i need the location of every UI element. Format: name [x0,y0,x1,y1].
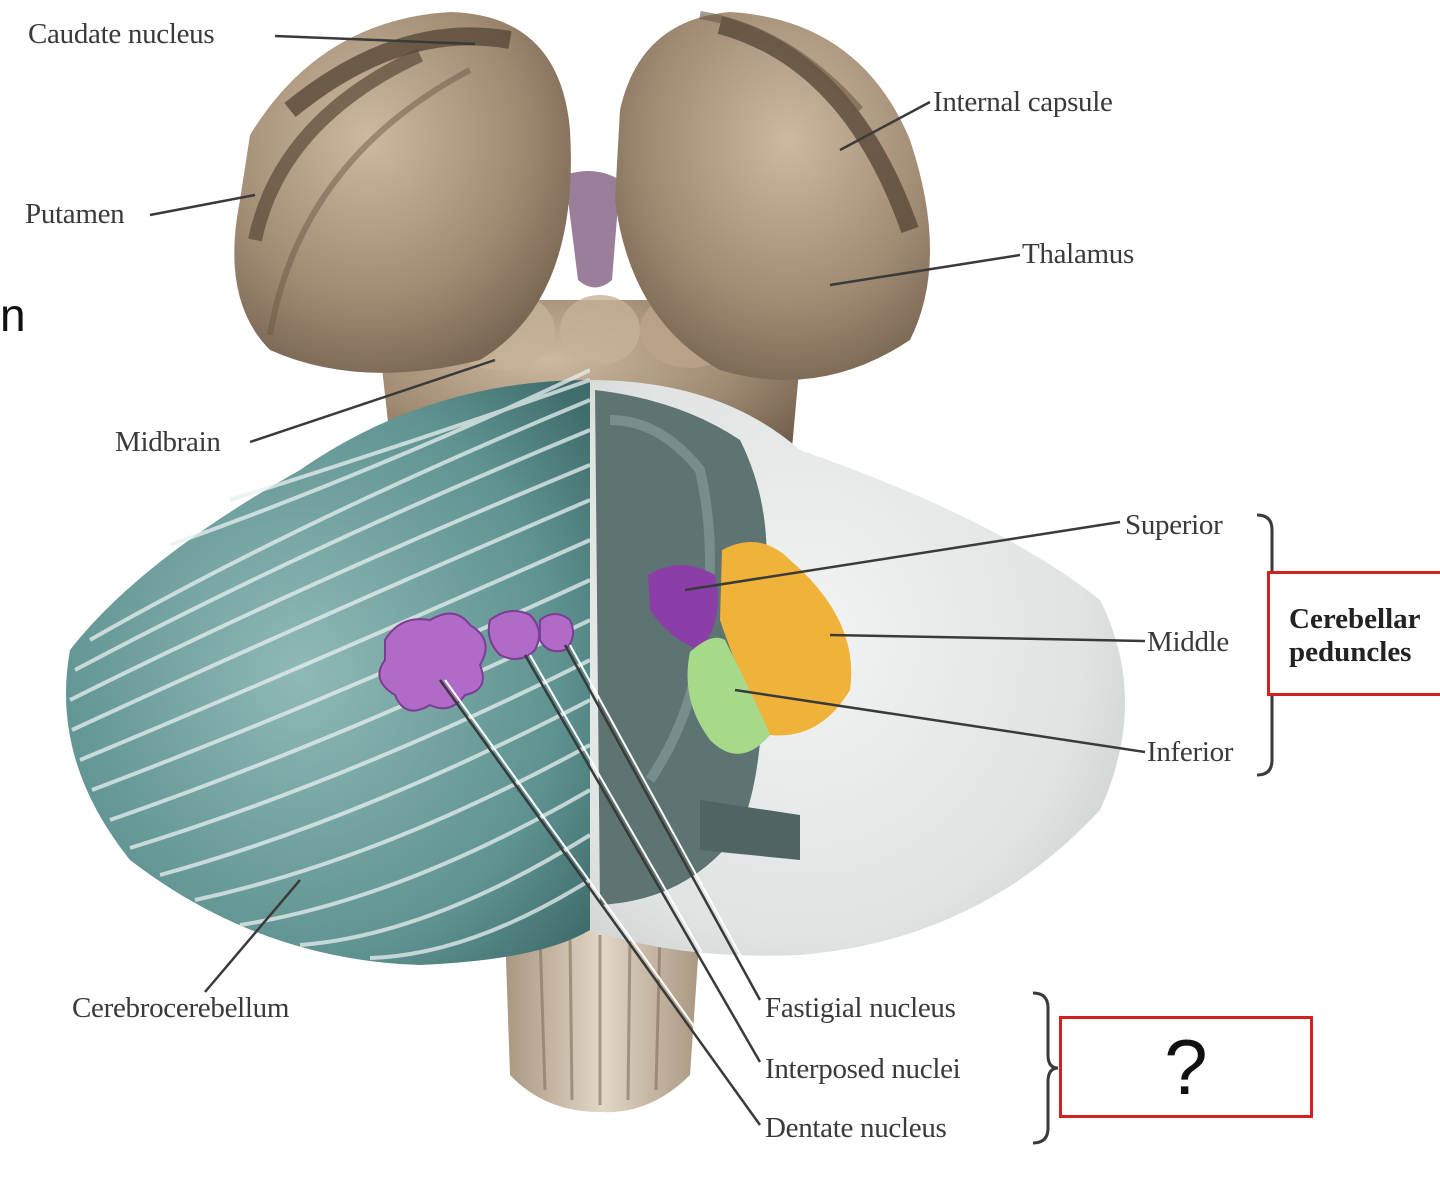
label-superior: Superior [1125,509,1223,541]
label-putamen: Putamen [25,198,125,230]
leader-midbrain [249,358,496,444]
left-thalamus-mass [234,12,571,373]
cerebellar-peduncles-label: Cerebellar peduncles [1289,603,1421,670]
peduncles-line-1: Cerebellar [1289,603,1421,635]
leader-caudate [274,34,476,46]
cerebellar-peduncles-box [1267,571,1440,696]
label-internal-capsule: Internal capsule [933,86,1113,118]
leader-inferior [734,688,1146,754]
peduncles-line-2: peduncles [1289,636,1412,669]
label-inferior: Inferior [1147,736,1234,768]
leader-fastigial [563,644,762,1001]
leader-interposed [523,654,762,1063]
leader-middle [829,633,1146,643]
superior-peduncle [648,565,718,650]
leader-dentate [438,679,762,1126]
leader-cerebrocerebellum [204,879,301,993]
leader-superior [684,520,1121,592]
cerebellum-left-hemisphere [66,380,590,965]
middle-peduncle [720,542,852,736]
label-cerebrocerebellum: Cerebrocerebellum [72,992,290,1024]
inferior-peduncle [687,637,770,754]
label-interposed-nuclei: Interposed nuclei [765,1053,961,1085]
label-dentate-nucleus: Dentate nucleus [765,1112,947,1144]
label-caudate-nucleus: Caudate nucleus [28,18,215,50]
label-middle: Middle [1147,626,1229,658]
deep-cerebellar-nuclei [378,610,575,712]
third-ventricle [565,171,620,288]
question-mark: ? [1164,1022,1208,1111]
label-midbrain: Midbrain [115,426,221,458]
cropped-text-fragment: n [0,289,26,341]
leader-internal-capsule [839,100,931,152]
brainstem [505,930,700,1113]
brace-deep-nuclei [1032,991,1059,1145]
question-box: ? [1059,1016,1313,1118]
label-fastigial-nucleus: Fastigial nucleus [765,992,956,1024]
leader-thalamus [829,253,1021,287]
leader-putamen [149,193,256,217]
label-thalamus: Thalamus [1022,238,1134,270]
